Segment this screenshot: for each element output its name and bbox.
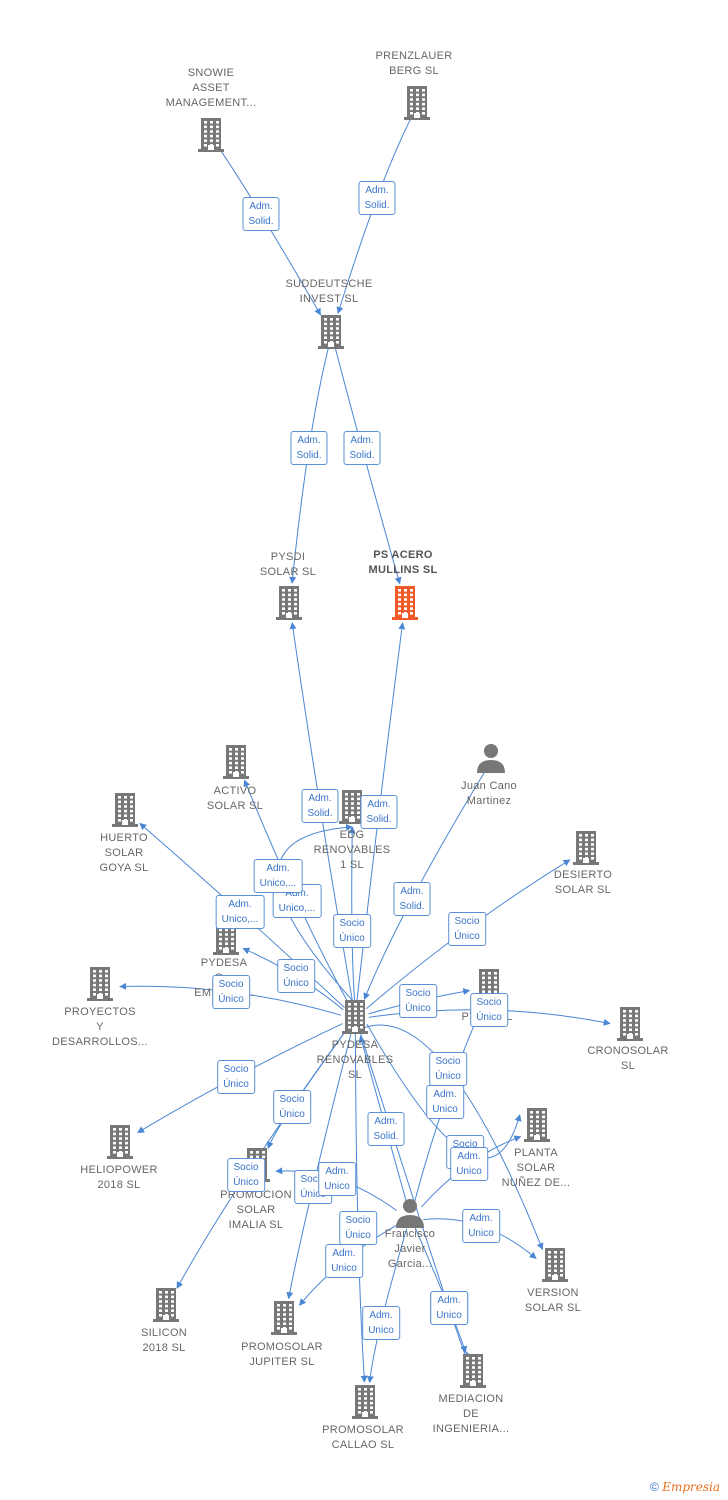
node-label-callao[interactable]: PROMOSOLAR CALLAO SL (322, 1424, 404, 1451)
edge-label-francisco-callao[interactable]: Adm. Unico (362, 1306, 400, 1340)
node-label-prenzlauer[interactable]: PRENZLAUER BERG SL (375, 50, 453, 77)
building-icon[interactable] (318, 315, 344, 354)
building-icon[interactable] (460, 1354, 486, 1393)
edge-label-pydesa-pysdi[interactable]: Adm. Solid. (301, 789, 339, 823)
building-icon[interactable] (404, 86, 430, 125)
footer: © Empresia (650, 1480, 720, 1494)
node-label-silicon[interactable]: SILICON 2018 SL (140, 1327, 188, 1354)
edge-label-francisco-version[interactable]: Adm. Unico (462, 1209, 500, 1243)
node-label-planta[interactable]: PLANTA SOLAR NUÑEZ DE... (501, 1147, 571, 1189)
node-label-mediacion[interactable]: MEDIACION DE INGENIERIA... (432, 1393, 510, 1435)
building-icon[interactable] (213, 921, 239, 960)
edge-label-prenzlauer-suddeutsche[interactable]: Adm. Solid. (358, 181, 396, 215)
edge-label-francisco-promimalia[interactable]: Adm. Unico (318, 1162, 356, 1196)
building-icon[interactable] (524, 1108, 550, 1147)
building-icon[interactable] (392, 586, 418, 625)
node-label-snowie[interactable]: SNOWIE ASSET MANAGEMENT... (165, 67, 257, 109)
building-icon[interactable] (542, 1248, 568, 1287)
copyright-symbol: © (650, 1480, 659, 1494)
building-icon[interactable] (342, 1000, 368, 1039)
node-label-huerto[interactable]: HUERTO SOLAR GOYA SL (99, 832, 149, 874)
edge-label-suddeutsche-psacero[interactable]: Adm. Solid. (343, 431, 381, 465)
building-icon[interactable] (223, 745, 249, 784)
node-label-activo[interactable]: ACTIVO SOLAR SL (206, 785, 264, 812)
node-label-francisco[interactable]: Francisco Javier Garcia... (384, 1228, 436, 1270)
node-label-pysdi[interactable]: PYSDI SOLAR SL (259, 551, 317, 578)
edge-label-pydesa-desierto[interactable]: Socio Único (448, 912, 486, 946)
node-label-heliopower[interactable]: HELIOPOWER 2018 SL (80, 1164, 158, 1191)
building-icon[interactable] (271, 1301, 297, 1340)
edge-label-pydesa-version[interactable]: Socio Único (429, 1052, 467, 1086)
person-icon[interactable] (395, 1198, 425, 1233)
node-label-cronosolar[interactable]: CRONOSOLAR SL (587, 1045, 669, 1072)
edge-label-francisco-mediacion[interactable]: Adm. Unico (430, 1291, 468, 1325)
edge-label-juancano-pydesa[interactable]: Adm. Solid. (393, 882, 431, 916)
edge-label-pydesa-cronosolar[interactable]: Socio Único (470, 993, 508, 1027)
edge-label-francisco-pyd[interactable]: Adm. Unico (426, 1085, 464, 1119)
building-icon[interactable] (276, 586, 302, 625)
edge-label-pydesa-edg[interactable]: Socio Único (333, 914, 371, 948)
edge-label-pydesa-edg[interactable]: Adm. Unico,... (253, 859, 303, 893)
node-label-desierto[interactable]: DESIERTO SOLAR SL (553, 869, 613, 896)
building-icon[interactable] (617, 1007, 643, 1046)
building-icon[interactable] (573, 831, 599, 870)
edge-label-francisco-jupiter[interactable]: Adm. Unico (325, 1244, 363, 1278)
edge-label-francisco-planta[interactable]: Adm. Unico (450, 1147, 488, 1181)
building-icon[interactable] (352, 1385, 378, 1424)
node-label-version[interactable]: VERSION SOLAR SL (524, 1287, 582, 1314)
node-label-psacero[interactable]: PS ACERO MULLINS SL (368, 549, 438, 576)
edge-label-pydesa-promimalia[interactable]: Socio Único (273, 1090, 311, 1124)
building-icon[interactable] (107, 1125, 133, 1164)
building-icon[interactable] (198, 118, 224, 157)
node-label-edg[interactable]: EDG RENOVABLES 1 SL (313, 829, 391, 871)
edge-label-pydesa-heliopower[interactable]: Socio Único (217, 1060, 255, 1094)
building-icon[interactable] (87, 967, 113, 1006)
edge-label-pydesa-huerto[interactable]: Adm. Unico,... (215, 895, 265, 929)
edge-label-pydesa-callao[interactable]: Socio Único (339, 1211, 377, 1245)
building-icon[interactable] (153, 1288, 179, 1327)
edge-label-snowie-suddeutsche[interactable]: Adm. Solid. (242, 197, 280, 231)
node-label-proyectos[interactable]: PROYECTOS Y DESARROLLOS... (52, 1006, 148, 1048)
building-icon[interactable] (339, 790, 365, 829)
brand-logo[interactable]: Empresia (662, 1480, 720, 1494)
edge-label-suddeutsche-pysdi[interactable]: Adm. Solid. (290, 431, 328, 465)
node-label-pydesa[interactable]: PYDESA RENOVABLES SL (316, 1039, 394, 1081)
edge-label-pydesa-silicon[interactable]: Socio Único (227, 1158, 265, 1192)
edge-label-pydesa-pydesag[interactable]: Socio Único (277, 959, 315, 993)
building-icon[interactable] (112, 793, 138, 832)
node-label-promimalia[interactable]: PROMOCION SOLAR IMALIA SL (220, 1189, 292, 1231)
edge-label-francisco-pydesa[interactable]: Adm. Solid. (367, 1112, 405, 1146)
node-label-suddeutsche[interactable]: SUDDEUTSCHE INVEST SL (285, 278, 373, 305)
person-icon[interactable] (476, 743, 506, 778)
node-label-juancano[interactable]: Juan Cano Martinez (461, 780, 517, 807)
edge-label-pydesa-psacero[interactable]: Adm. Solid. (360, 795, 398, 829)
edge-label-pydesa-pyd[interactable]: Socio Único (399, 984, 437, 1018)
edge-label-pydesa-proyectos[interactable]: Socio Único (212, 975, 250, 1009)
node-label-jupiter[interactable]: PROMOSOLAR JUPITER SL (241, 1341, 323, 1368)
